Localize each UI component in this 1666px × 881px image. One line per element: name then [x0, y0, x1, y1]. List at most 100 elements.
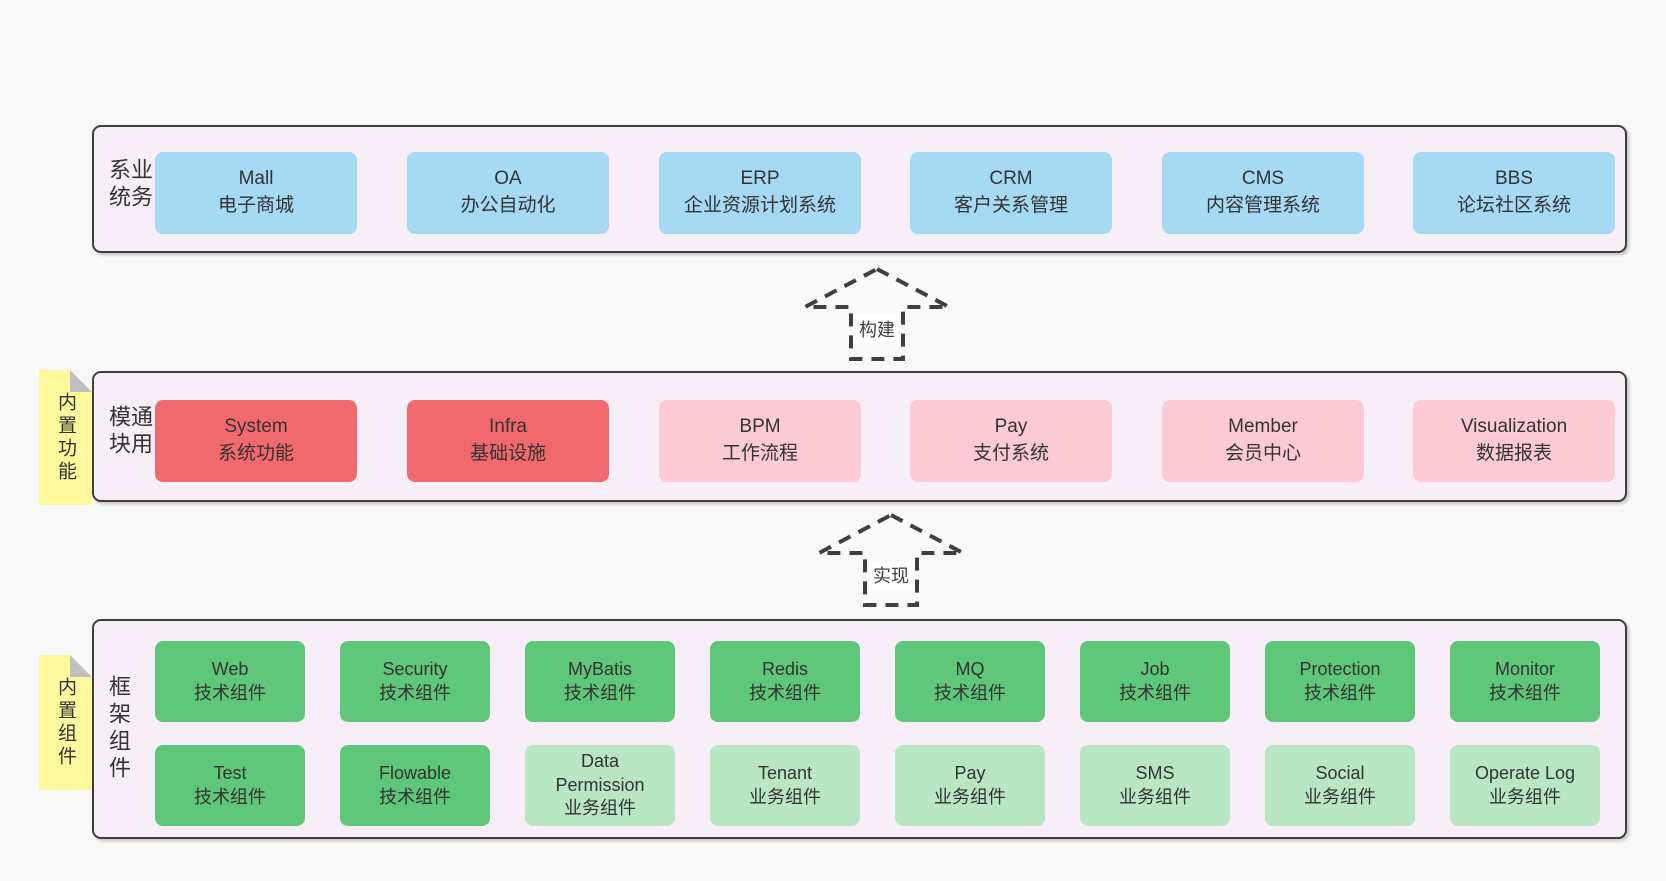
box-title: Data Permission: [555, 750, 645, 795]
box-mall: Mall 电子商城: [155, 152, 357, 234]
box-title: CRM: [989, 168, 1033, 190]
box-job: Job 技术组件: [1080, 641, 1230, 722]
box-data-permission: Data Permission 业务组件: [525, 745, 675, 826]
box-subtitle: 技术组件: [1304, 682, 1376, 703]
box-subtitle: 系统功能: [217, 443, 294, 464]
box-subtitle: 支付系统: [972, 443, 1049, 464]
box-tenant: Tenant 业务组件: [710, 745, 860, 826]
box-title: Mall: [238, 168, 274, 190]
box-bbs: BBS 论坛社区系统: [1413, 152, 1615, 234]
box-subtitle: 业务组件: [749, 786, 821, 807]
band-label: 通用模块: [106, 404, 153, 459]
sticky-note-label: 内置功能: [55, 391, 76, 484]
box-subtitle: 会员中心: [1224, 443, 1301, 464]
box-title: Tenant: [757, 762, 813, 783]
sticky-fold-corner: [70, 655, 92, 677]
box-title: Social: [1315, 762, 1365, 783]
box-subtitle: 技术组件: [194, 682, 266, 703]
up-arrow-implement: 实现: [816, 512, 966, 608]
sticky-note-label: 内置组件: [55, 676, 76, 769]
box-pay-component: Pay 业务组件: [895, 745, 1045, 826]
box-web: Web 技术组件: [155, 641, 305, 722]
box-flowable: Flowable 技术组件: [340, 745, 490, 826]
band-common-modules: 通用模块 System 系统功能 Infra 基础设施 BPM 工作流程 Pay…: [92, 371, 1627, 502]
box-title: Visualization: [1460, 416, 1568, 438]
box-social: Social 业务组件: [1265, 745, 1415, 826]
box-subtitle: 业务组件: [934, 786, 1006, 807]
box-subtitle: 业务组件: [1119, 786, 1191, 807]
box-mq: MQ 技术组件: [895, 641, 1045, 722]
box-title: Flowable: [378, 762, 452, 783]
box-redis: Redis 技术组件: [710, 641, 860, 722]
box-visualization: Visualization 数据报表: [1413, 400, 1615, 482]
box-subtitle: 办公自动化: [460, 195, 556, 216]
box-subtitle: 客户关系管理: [953, 195, 1068, 216]
box-title: SMS: [1135, 762, 1175, 783]
box-title: System: [224, 416, 288, 438]
box-title: OA: [494, 168, 522, 190]
band-business-systems: 业务系统 Mall 电子商城 OA 办公自动化 ERP 企业资源计划系统 CRM…: [92, 125, 1627, 253]
band-label: 框架组件: [106, 675, 131, 783]
box-subtitle: 数据报表: [1475, 443, 1552, 464]
box-title: Pay: [994, 416, 1028, 438]
up-arrow-build: 构建: [802, 266, 952, 362]
box-subtitle: 业务组件: [1304, 786, 1376, 807]
box-subtitle: 技术组件: [194, 786, 266, 807]
box-subtitle: 技术组件: [379, 786, 451, 807]
box-subtitle: 论坛社区系统: [1456, 195, 1571, 216]
sticky-note-builtin-features: 内置功能: [39, 370, 92, 505]
band-label: 业务系统: [106, 158, 153, 212]
box-title: Member: [1228, 416, 1298, 438]
box-subtitle: 工作流程: [721, 443, 798, 464]
box-subtitle: 技术组件: [379, 682, 451, 703]
box-subtitle: 电子商城: [217, 195, 294, 216]
box-oa: OA 办公自动化: [407, 152, 609, 234]
box-sms: SMS 业务组件: [1080, 745, 1230, 826]
box-title: ERP: [740, 168, 780, 190]
box-subtitle: 技术组件: [1489, 682, 1561, 703]
box-crm: CRM 客户关系管理: [910, 152, 1112, 234]
box-security: Security 技术组件: [340, 641, 490, 722]
box-infra: Infra 基础设施: [407, 400, 609, 482]
box-title: MyBatis: [567, 658, 632, 679]
box-erp: ERP 企业资源计划系统: [659, 152, 861, 234]
box-title: Monitor: [1494, 658, 1556, 679]
box-subtitle: 企业资源计划系统: [683, 195, 836, 216]
box-monitor: Monitor 技术组件: [1450, 641, 1600, 722]
box-title: Job: [1140, 658, 1170, 679]
box-system: System 系统功能: [155, 400, 357, 482]
box-test: Test 技术组件: [155, 745, 305, 826]
box-subtitle: 业务组件: [1489, 786, 1561, 807]
box-subtitle: 技术组件: [1119, 682, 1191, 703]
box-title: Test: [213, 762, 247, 783]
box-subtitle: 内容管理系统: [1205, 195, 1320, 216]
dashed-up-arrow-icon: [818, 512, 964, 607]
box-bpm: BPM 工作流程: [659, 400, 861, 482]
box-pay-system: Pay 支付系统: [910, 400, 1112, 482]
box-cms: CMS 内容管理系统: [1162, 152, 1364, 234]
box-title: Infra: [488, 416, 528, 438]
box-member: Member 会员中心: [1162, 400, 1364, 482]
box-subtitle: 技术组件: [749, 682, 821, 703]
box-title: Web: [211, 658, 249, 679]
box-mybatis: MyBatis 技术组件: [525, 641, 675, 722]
box-title: MQ: [955, 658, 985, 679]
arrow-label: 实现: [870, 561, 912, 589]
box-subtitle: 技术组件: [934, 682, 1006, 703]
arrow-label: 构建: [856, 315, 898, 343]
sticky-note-builtin-components: 内置组件: [39, 655, 92, 790]
box-title: Redis: [761, 658, 809, 679]
box-title: BBS: [1494, 168, 1534, 190]
box-title: Pay: [954, 762, 986, 783]
box-title: BPM: [739, 416, 781, 438]
box-title: Protection: [1299, 658, 1381, 679]
box-operate-log: Operate Log 业务组件: [1450, 745, 1600, 826]
box-subtitle: 业务组件: [564, 798, 636, 819]
box-subtitle: 基础设施: [469, 443, 546, 464]
box-title: Security: [382, 658, 448, 679]
dashed-up-arrow-icon: [804, 266, 950, 361]
sticky-fold-corner: [70, 370, 92, 392]
box-title: Operate Log: [1474, 762, 1576, 783]
band-framework-components: 框架组件 Web 技术组件 Security 技术组件 MyBatis 技术组件…: [92, 619, 1627, 839]
box-title: CMS: [1241, 168, 1285, 190]
